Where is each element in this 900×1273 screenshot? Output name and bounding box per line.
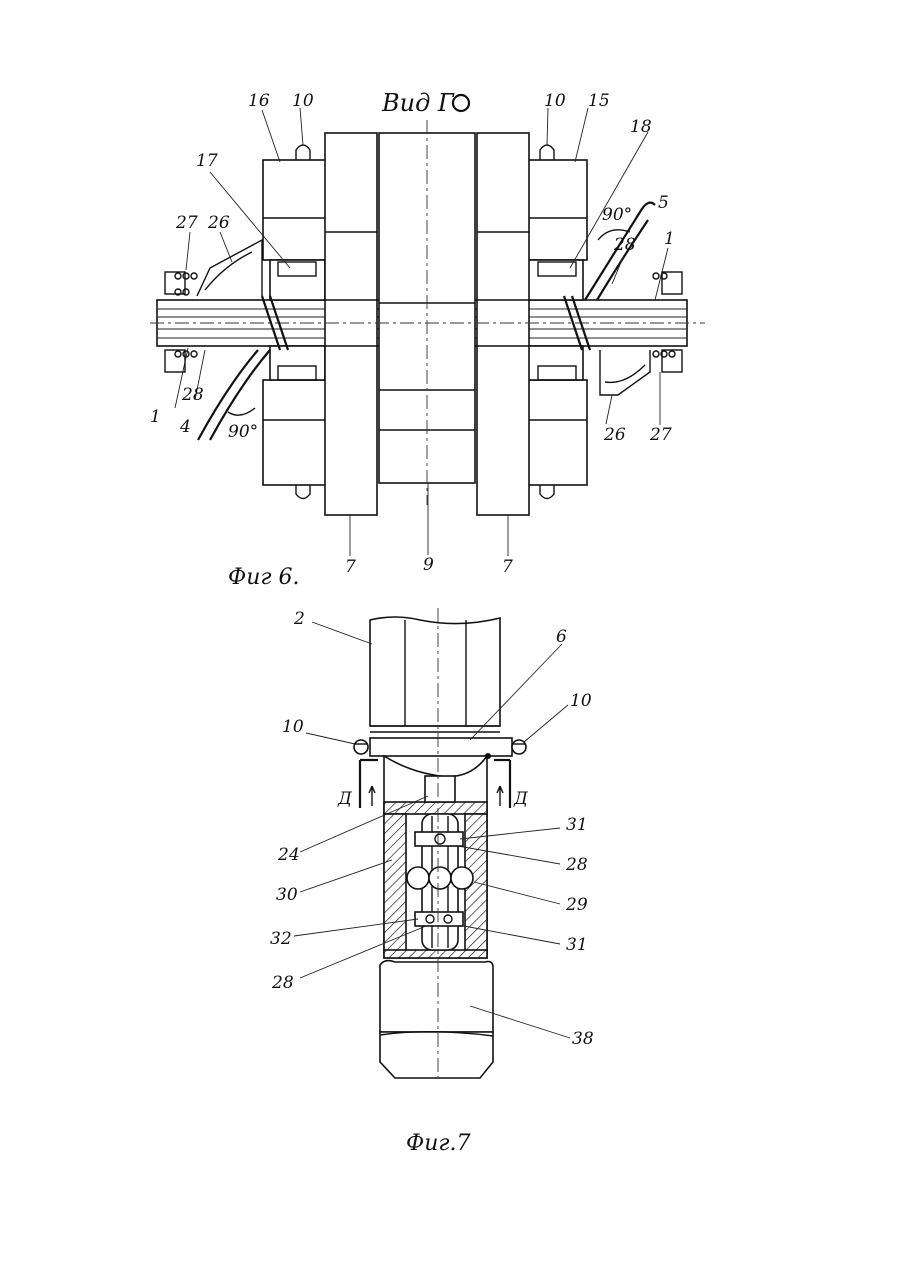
lower-part-38 [380,961,493,1078]
label-28-right: 28 [613,235,636,255]
label-6: 6 [556,627,567,647]
label-15: 15 [588,91,610,111]
label-1-right: 1 [664,229,675,249]
shaft-24 [425,776,455,802]
label-9: 9 [423,555,434,575]
label-27-left: 27 [175,213,198,233]
label-24: 24 [277,845,300,865]
ball-29-center [429,867,451,889]
label-4: 4 [179,417,191,437]
ball-29-left [407,867,429,889]
label-7-left: 7 [345,557,356,577]
flange-plate-6 [370,738,512,756]
view-direction-mark [453,95,469,111]
section-mark-left: Д [337,789,353,809]
figure-6-caption: Фиг 6. [228,565,300,590]
figure-7-caption: Фиг.7 [406,1131,471,1156]
label-18: 18 [630,117,652,137]
label-38: 38 [572,1029,594,1049]
label-17: 17 [196,151,218,171]
label-31-lower: 31 [566,935,588,955]
view-title: Вид Г [381,89,455,117]
label-2: 2 [293,609,305,629]
bolt-10-left [354,740,368,754]
label-10-left: 10 [292,91,314,111]
label-10-right: 10 [544,91,566,111]
cable-5-edge [597,220,648,300]
figure-6: Вид Г [150,89,705,590]
label-32: 32 [270,929,292,949]
collar-32-lower [415,912,463,926]
label-28-left: 28 [181,385,204,405]
label-7-right: 7 [502,557,513,577]
label-5: 5 [658,193,669,213]
label-29: 29 [565,895,588,915]
label-28-upper-fig7: 28 [565,855,588,875]
label-26-left: 26 [207,213,230,233]
angle-label-right: 90° [602,205,632,225]
label-26-right: 26 [603,425,626,445]
label-27-right: 27 [649,425,672,445]
bolt-10-right [512,740,526,754]
label-31-upper: 31 [566,815,588,835]
ball-29-right [451,867,473,889]
angle-arc-left [228,408,255,415]
label-10-right-fig7: 10 [570,691,592,711]
label-16: 16 [248,91,270,111]
section-mark-right: Д [513,789,529,809]
label-1-left: 1 [150,407,161,427]
housing-2 [370,617,500,726]
figure-7: Д Д 2 6 10 10 31 24 28 30 29 32 31 [270,608,594,1156]
label-10-left-fig7: 10 [282,717,304,737]
label-28-lower-fig7: 28 [271,973,294,993]
angle-label-left: 90° [228,422,258,442]
label-30: 30 [276,885,298,905]
